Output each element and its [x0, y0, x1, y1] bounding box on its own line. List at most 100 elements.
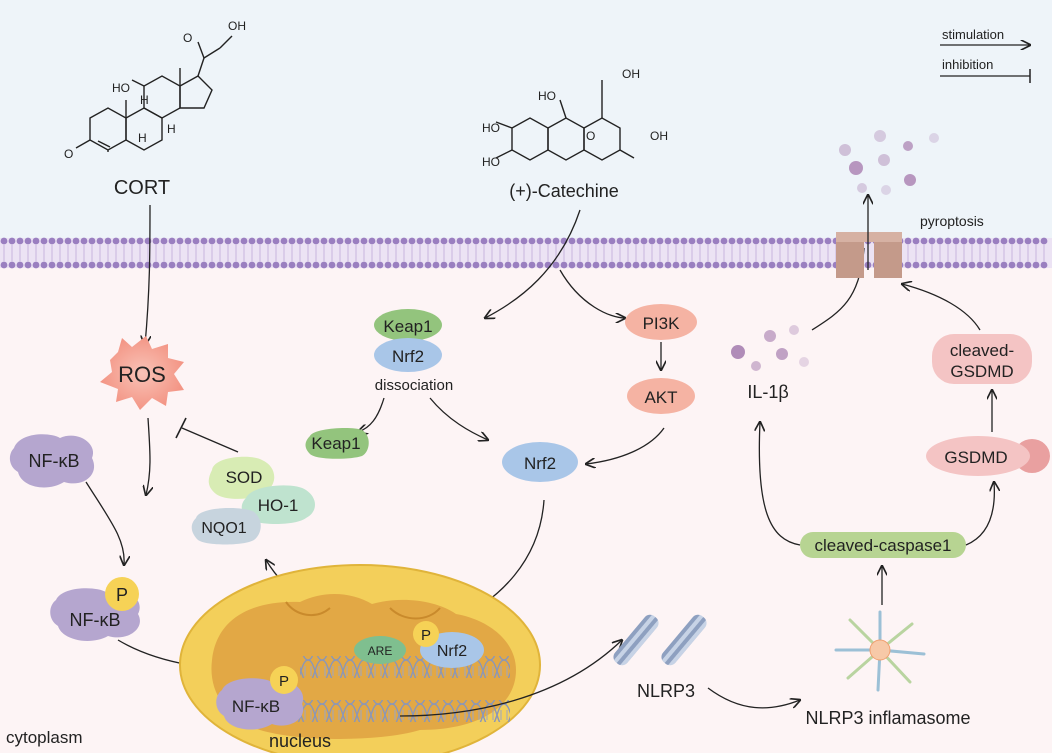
lipid-head — [328, 261, 336, 269]
lipid-head — [104, 261, 112, 269]
lipid-head — [792, 261, 800, 269]
lipid-head — [936, 237, 944, 245]
lipid-head — [800, 237, 808, 245]
lipid-head — [296, 261, 304, 269]
lipid-head — [352, 261, 360, 269]
lipid-head — [944, 237, 952, 245]
released-vesicles — [839, 130, 939, 195]
lipid-head — [368, 261, 376, 269]
catechine-atom-ho-3: HO — [538, 89, 556, 103]
lipid-head — [736, 237, 744, 245]
lipid-head — [936, 261, 944, 269]
lipid-head — [56, 237, 64, 245]
lipid-head — [312, 261, 320, 269]
keap1-nrf2-complex: Keap1 Nrf2 dissociation — [374, 309, 453, 394]
gsdmd-pore — [836, 232, 902, 278]
lipid-head — [304, 261, 312, 269]
cort-atom-ho: HO — [112, 81, 130, 95]
lipid-head — [32, 261, 40, 269]
sod-node: SOD — [208, 456, 275, 499]
lipid-head — [768, 237, 776, 245]
lipid-head — [72, 261, 80, 269]
lipid-head — [824, 261, 832, 269]
lipid-head — [560, 261, 568, 269]
lipid-head — [656, 261, 664, 269]
lipid-head — [112, 261, 120, 269]
lipid-head — [616, 261, 624, 269]
lipid-head — [1008, 237, 1016, 245]
lipid-head — [752, 237, 760, 245]
lipid-head — [784, 237, 792, 245]
lipid-head — [568, 261, 576, 269]
lipid-head — [96, 237, 104, 245]
lipid-head — [152, 261, 160, 269]
nlrp3-node: NLRP3 — [613, 614, 707, 701]
extracellular-background — [0, 0, 1052, 250]
nfkb-label: NF-κB — [29, 451, 80, 471]
are-nrf2-complex: ARE Nrf2 P — [354, 621, 484, 668]
il1b-label: IL-1β — [747, 382, 788, 402]
nrf2-node: Nrf2 — [502, 442, 578, 482]
nrf2-label: Nrf2 — [524, 454, 556, 473]
lipid-head — [912, 237, 920, 245]
lipid-head — [816, 261, 824, 269]
lipid-head — [384, 237, 392, 245]
nqo1-label: NQO1 — [201, 520, 246, 537]
nfkb-node: NF-κB — [9, 434, 95, 488]
nucleus: nucleus — [179, 564, 541, 753]
lipid-head — [520, 261, 528, 269]
lipid-head — [488, 237, 496, 245]
lipid-head — [240, 261, 248, 269]
lipid-head — [544, 237, 552, 245]
lipid-head — [1000, 261, 1008, 269]
legend-stimulation-label: stimulation — [942, 27, 1004, 42]
lipid-head — [1000, 237, 1008, 245]
cytoplasm-label: cytoplasm — [6, 728, 83, 747]
lipid-head — [288, 261, 296, 269]
lipid-head — [296, 237, 304, 245]
lipid-head — [688, 237, 696, 245]
lipid-head — [176, 237, 184, 245]
lipid-head — [344, 261, 352, 269]
cort-to-ros-arrow — [145, 204, 150, 345]
lipid-head — [752, 261, 760, 269]
lipid-head — [376, 261, 384, 269]
are-label: ARE — [368, 644, 393, 658]
lipid-head — [496, 261, 504, 269]
lipid-head — [784, 261, 792, 269]
lipid-head — [528, 261, 536, 269]
lipid-head — [616, 237, 624, 245]
caspase-label: cleaved-caspase1 — [814, 536, 951, 555]
lipid-head — [920, 261, 928, 269]
lipid-head — [976, 237, 984, 245]
lipid-head — [232, 261, 240, 269]
lipid-head — [728, 261, 736, 269]
lipid-head — [208, 261, 216, 269]
lipid-head — [968, 237, 976, 245]
catechine-atom-o: O — [586, 129, 595, 143]
ho1-node: HO-1 — [241, 485, 315, 524]
lipid-head — [656, 237, 664, 245]
lipid-head — [592, 261, 600, 269]
lipid-head — [440, 261, 448, 269]
il1b-node: IL-1β — [731, 325, 809, 402]
lipid-head — [456, 261, 464, 269]
lipid-head — [248, 237, 256, 245]
lipid-head — [320, 261, 328, 269]
lipid-head — [800, 261, 808, 269]
caspase-to-gsdmd-arrow — [965, 482, 994, 546]
lipid-head — [400, 261, 408, 269]
lipid-head — [648, 261, 656, 269]
lipid-head — [64, 261, 72, 269]
lipid-head — [496, 237, 504, 245]
lipid-head — [424, 261, 432, 269]
lipid-head — [808, 261, 816, 269]
lipid-head — [792, 237, 800, 245]
lipid-head — [256, 261, 264, 269]
lipid-head — [40, 261, 48, 269]
lipid-head — [408, 237, 416, 245]
lipid-head — [592, 237, 600, 245]
lipid-head — [504, 261, 512, 269]
nlrp3-to-inflammasome-arrow — [707, 687, 800, 709]
